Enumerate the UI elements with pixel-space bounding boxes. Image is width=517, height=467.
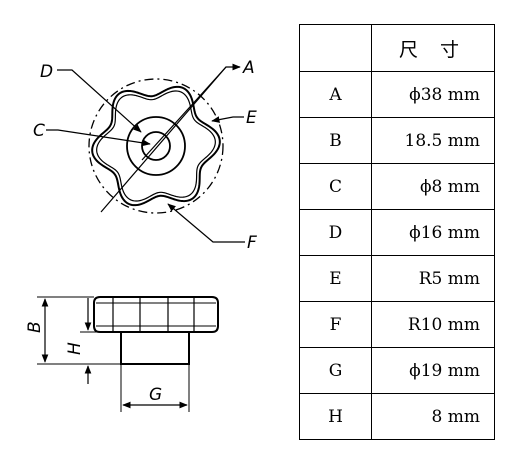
label-e: E xyxy=(246,108,257,128)
table-row: C ϕ8 mm xyxy=(299,163,495,210)
leader-f xyxy=(167,203,245,243)
table-row: A ϕ38 mm xyxy=(299,71,495,118)
table-row: B 18.5 mm xyxy=(299,117,495,164)
row-key: F xyxy=(299,301,372,348)
row-key: E xyxy=(299,255,372,302)
top-view: D A C E F xyxy=(33,58,257,253)
table-row: H 8 mm xyxy=(299,393,495,440)
lobed-knob-outline xyxy=(91,85,221,207)
leader-e xyxy=(211,116,244,123)
label-g: G xyxy=(149,385,162,405)
leader-a-center xyxy=(141,66,227,161)
table-row: F R10 mm xyxy=(299,301,495,348)
label-b: B xyxy=(25,321,45,333)
row-value: 8 mm xyxy=(371,393,495,440)
row-value: R10 mm xyxy=(371,301,495,348)
table-row: E R5 mm xyxy=(299,255,495,302)
header-size-cell: 尺 寸 xyxy=(371,24,495,72)
leader-c xyxy=(46,129,151,147)
lobed-knob-inner-outline xyxy=(96,90,216,202)
side-view xyxy=(37,296,219,412)
leader-d xyxy=(57,69,142,133)
row-value: R5 mm xyxy=(371,255,495,302)
label-h: H xyxy=(65,342,85,355)
table-row: G ϕ19 mm xyxy=(299,347,495,394)
knob-head xyxy=(93,296,219,333)
label-a: A xyxy=(242,58,255,78)
label-f: F xyxy=(247,233,257,253)
label-c: C xyxy=(33,121,45,141)
hub-circle xyxy=(126,116,186,176)
row-value: ϕ38 mm xyxy=(371,71,495,118)
row-value: 18.5 mm xyxy=(371,117,495,164)
header-key-cell xyxy=(299,24,372,72)
label-d: D xyxy=(40,62,53,82)
row-key: C xyxy=(299,163,372,210)
row-value: ϕ16 mm xyxy=(371,209,495,256)
row-key: G xyxy=(299,347,372,394)
row-key: A xyxy=(299,71,372,118)
table-row: D ϕ16 mm xyxy=(299,209,495,256)
row-value: ϕ8 mm xyxy=(371,163,495,210)
row-value: ϕ19 mm xyxy=(371,347,495,394)
dimension-table: 尺 寸 A ϕ38 mm B 18.5 mm C ϕ8 mm D ϕ16 mm … xyxy=(299,24,495,440)
row-key: D xyxy=(299,209,372,256)
outer-diameter-circle xyxy=(88,78,224,214)
knob-technical-drawing: D A C E F B H G xyxy=(25,58,257,412)
row-key: B xyxy=(299,117,372,164)
shank xyxy=(120,331,190,365)
leader-lines xyxy=(46,63,245,243)
bore-circle xyxy=(141,131,171,161)
table-header-row: 尺 寸 xyxy=(299,24,495,72)
row-key: H xyxy=(299,393,372,440)
